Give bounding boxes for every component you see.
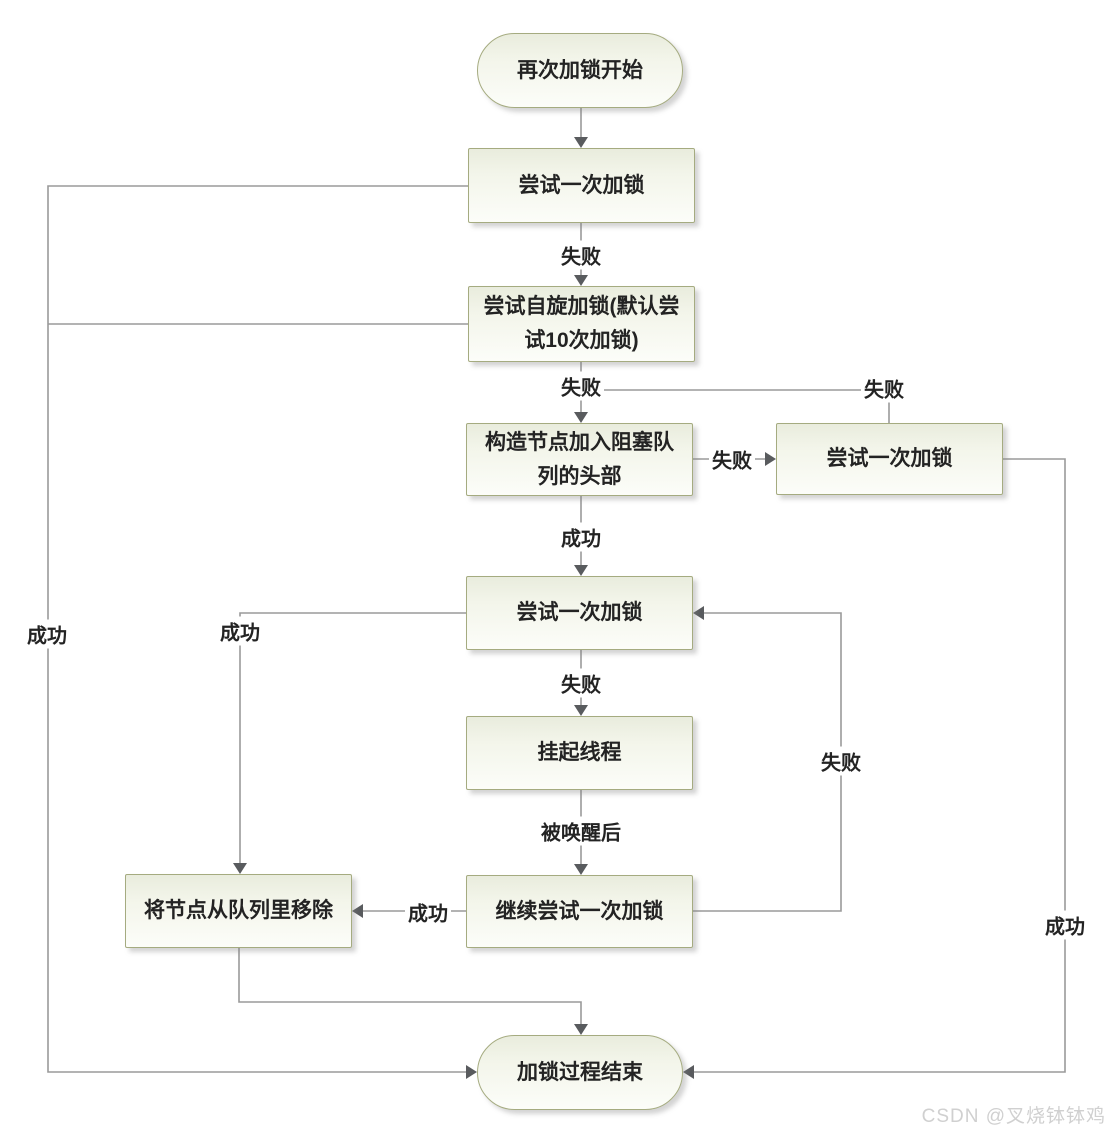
edge-label-success-left-rail: 成功 (24, 619, 70, 649)
edge-label-fail-try2-down: 失败 (558, 668, 604, 698)
arrowhead-into-end-left (466, 1065, 477, 1079)
arrowhead-into-retry (574, 864, 588, 875)
arrowhead-into-try2-top (574, 565, 588, 576)
flow-node-spin-lock: 尝试自旋加锁(默认尝试10次加锁) (468, 286, 695, 362)
edge-label-fail-try-to-spin: 失败 (558, 240, 604, 270)
edge-label-fail-spin-down: 失败 (558, 371, 604, 401)
edge-label-success-try2-left: 成功 (217, 616, 263, 646)
arrowheads (233, 137, 776, 1079)
arrowhead-into-enqueue (574, 412, 588, 423)
flow-node-try-once-right: 尝试一次加锁 (776, 423, 1003, 495)
arrowhead-into-try2-right (693, 606, 704, 620)
arrowhead-into-remove-top (233, 863, 247, 874)
flow-node-retry-lock: 继续尝试一次加锁 (466, 875, 693, 948)
watermark: CSDN @叉烧钵钵鸡 (921, 1106, 1106, 1127)
arrowhead-into-try1 (574, 137, 588, 148)
edge-label-success-right-rail: 成功 (1042, 910, 1088, 940)
arrowhead-into-tryright (765, 452, 776, 466)
flow-node-start: 再次加锁开始 (477, 33, 683, 108)
flow-node-try-once-second: 尝试一次加锁 (466, 576, 693, 650)
flow-node-end: 加锁过程结束 (477, 1035, 683, 1110)
flow-node-remove-node: 将节点从队列里移除 (125, 874, 352, 948)
flow-node-suspend-thread: 挂起线程 (466, 716, 693, 790)
arrowhead-into-end-right (683, 1065, 694, 1079)
arrowhead-into-remove-right (352, 904, 363, 918)
edge-right-rail-to-end (693, 458, 1066, 1073)
arrowhead-into-suspend (574, 705, 588, 716)
edge-try2-to-remove (239, 612, 466, 865)
arrowhead-into-end-top (574, 1024, 588, 1035)
flow-node-enqueue-head: 构造节点加入阻塞队列的头部 (466, 423, 693, 496)
arrowhead-into-spin (574, 275, 588, 286)
edge-remove-to-end (238, 948, 582, 1026)
flow-node-try-once-first: 尝试一次加锁 (468, 148, 695, 223)
edge-label-fail-spin-right: 失败 (861, 373, 907, 403)
edge-label-fail-enqueue-right: 失败 (709, 444, 755, 474)
edge-label-success-enqueue-down: 成功 (558, 522, 604, 552)
edge-label-wake-after: 被唤醒后 (538, 816, 624, 846)
edge-label-success-retry-left: 成功 (405, 897, 451, 927)
edge-label-fail-feedback: 失败 (818, 746, 864, 776)
